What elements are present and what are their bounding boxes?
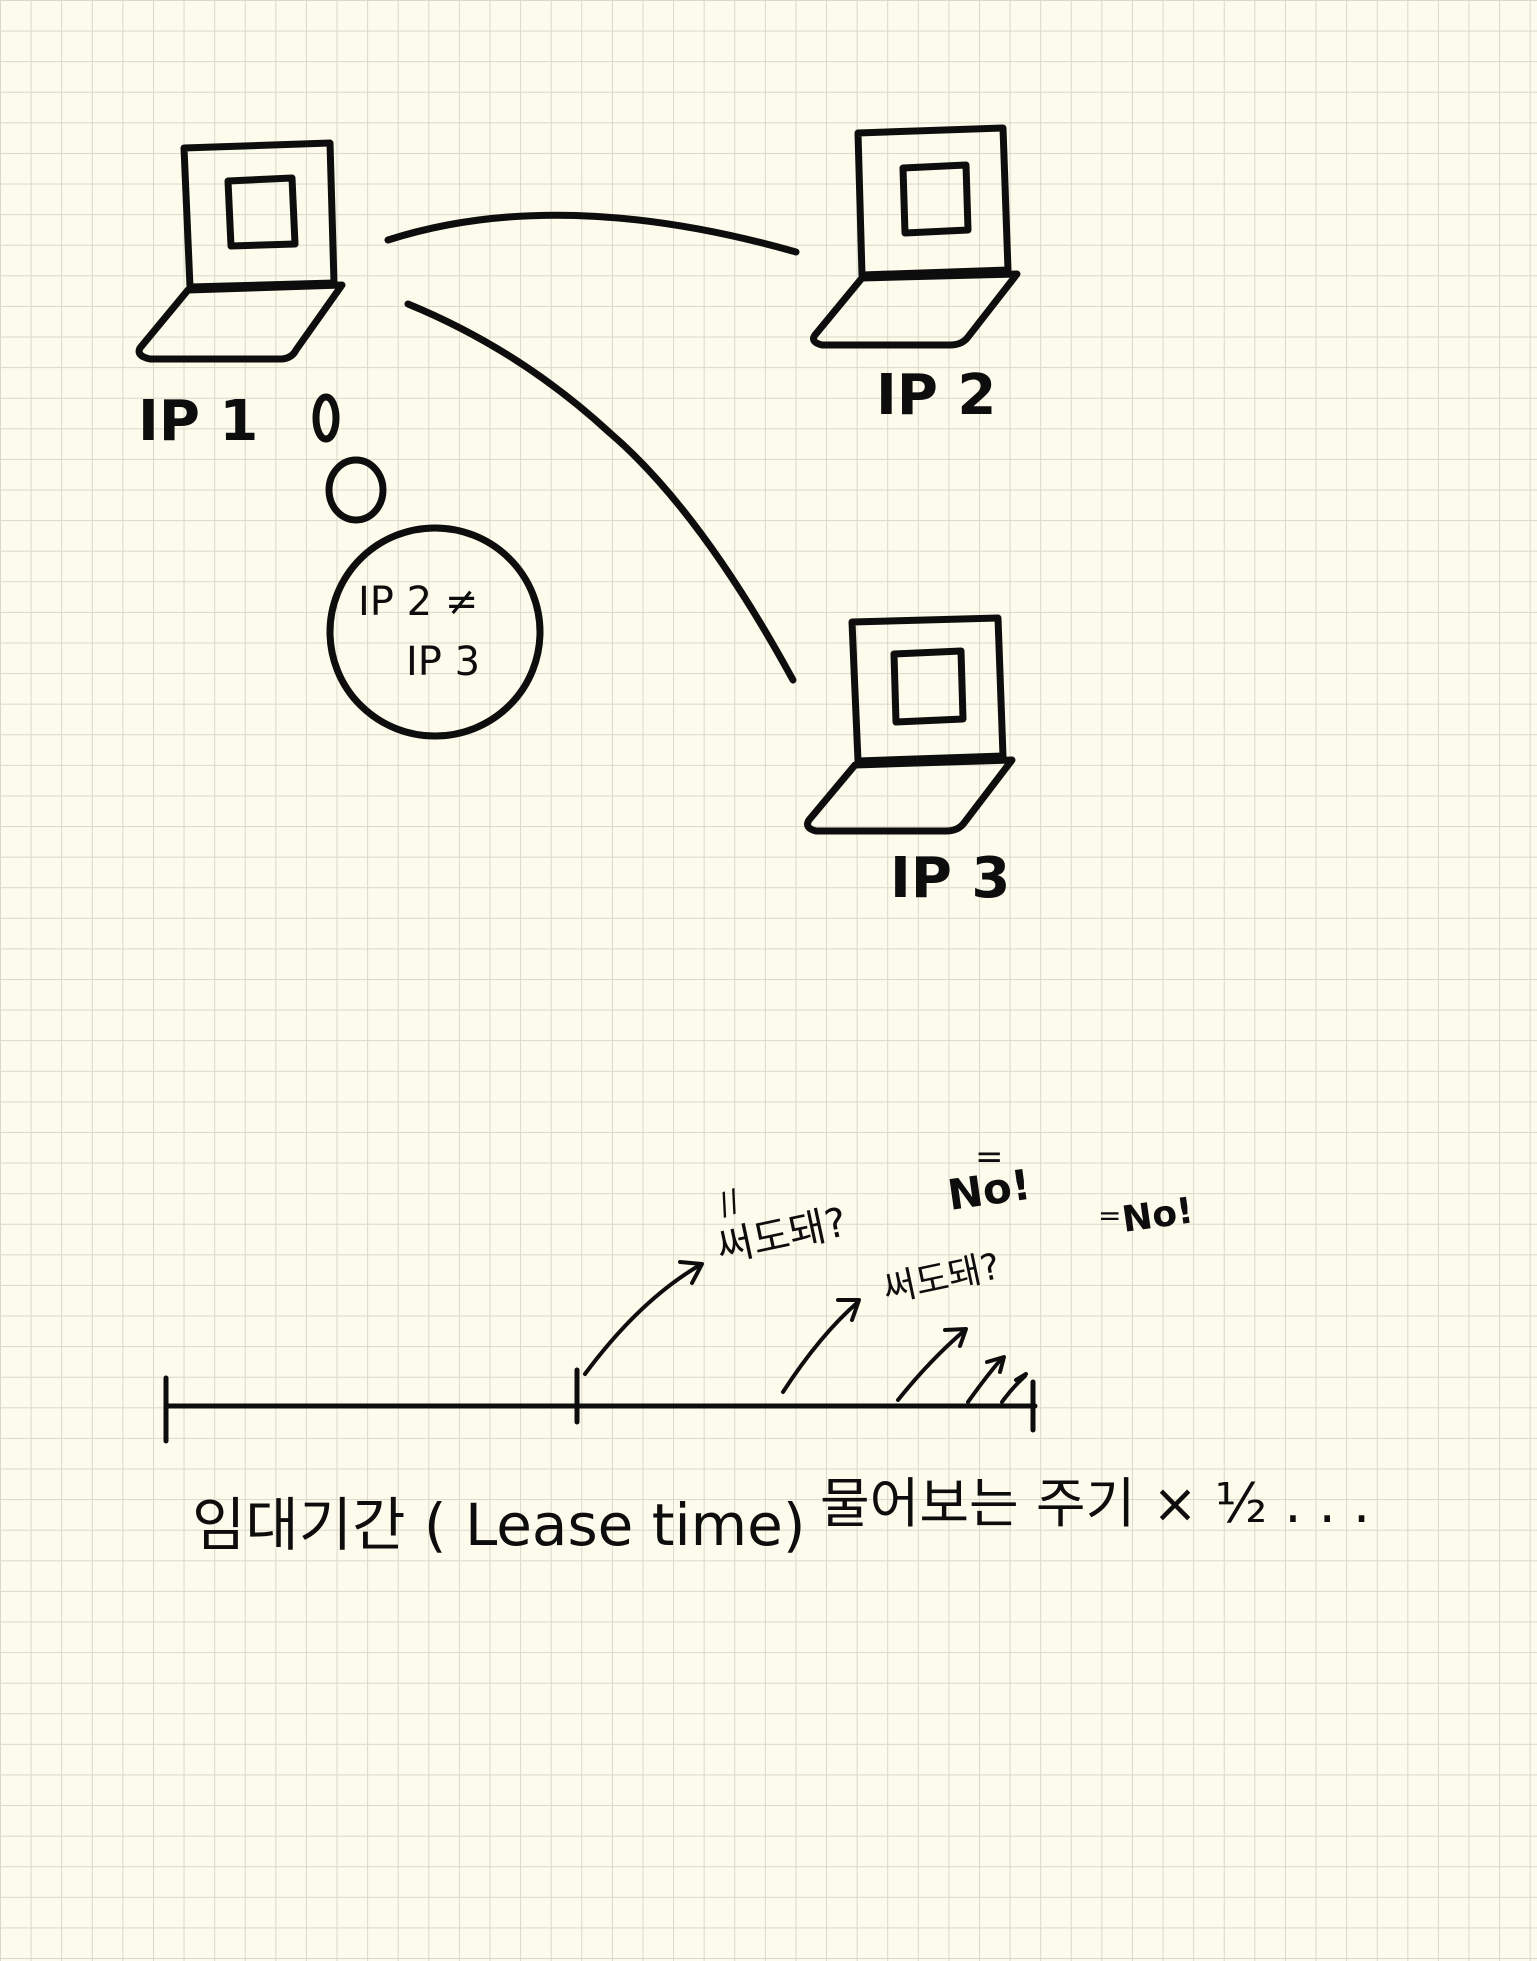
reply-1: No! (945, 1160, 1034, 1220)
link-ip1-ip2 (384, 211, 800, 256)
laptop-icon-ip1 (135, 139, 346, 363)
bubble-line2: IP 3 (406, 639, 480, 685)
reply-2-mark: = (1098, 1199, 1121, 1232)
lease-timeline (163, 1367, 1038, 1444)
lease-time-caption: 임대기간 ( Lease time) (192, 1491, 805, 1559)
bubble-line1: IP 2 ≠ (358, 579, 478, 625)
reply-2: No! (1120, 1190, 1196, 1241)
question-ditto-mark: // (714, 1183, 746, 1223)
laptop-icon-ip2 (810, 124, 1021, 349)
ip3-label: IP 3 (890, 846, 1010, 911)
question-2: 써도돼? (879, 1246, 1003, 1311)
ip1-label: IP 1 (138, 389, 258, 454)
ip2-label: IP 2 (876, 363, 996, 428)
thought-bubble (312, 393, 544, 740)
link-ip1-ip3 (404, 300, 797, 684)
reply-1-mark: = (975, 1137, 1004, 1177)
interval-caption: 물어보는 주기 × ½ . . . (820, 1472, 1370, 1535)
laptop-icon-ip3 (804, 614, 1016, 835)
request-arrow-icons (583, 1260, 1028, 1404)
